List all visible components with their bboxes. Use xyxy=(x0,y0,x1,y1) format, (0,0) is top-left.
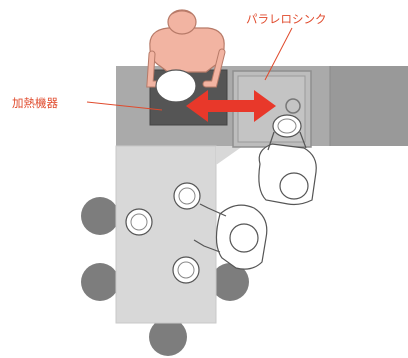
dining-table xyxy=(115,145,217,324)
counter-peninsula xyxy=(116,146,243,165)
cook-head xyxy=(167,9,197,35)
parallel-sink-label: パラレロシンク xyxy=(246,12,327,26)
counter-right-section xyxy=(330,66,408,146)
dining-chairs xyxy=(81,197,249,356)
server-head xyxy=(279,172,309,200)
double-arrow xyxy=(186,90,276,122)
heating-appliance-label: 加熱機器 xyxy=(12,96,58,110)
sink-leader-line xyxy=(264,27,293,81)
cook-figure xyxy=(146,9,226,88)
plate-1 xyxy=(173,182,201,210)
cook-plate xyxy=(155,69,197,103)
cook-body xyxy=(149,27,225,73)
chair-bottom xyxy=(149,318,187,356)
chair-left-top xyxy=(81,197,119,235)
plate-3 xyxy=(172,256,200,284)
heating-leader-line xyxy=(86,101,163,111)
sink-drain xyxy=(285,98,301,114)
chair-right xyxy=(211,263,249,301)
server-figure xyxy=(258,114,317,206)
table-plates xyxy=(125,182,201,284)
seated-person-head xyxy=(229,223,259,253)
server-plate xyxy=(272,114,302,138)
seated-person-figure xyxy=(193,203,268,270)
chair-left-bottom xyxy=(81,263,119,301)
plate-2 xyxy=(125,208,153,236)
